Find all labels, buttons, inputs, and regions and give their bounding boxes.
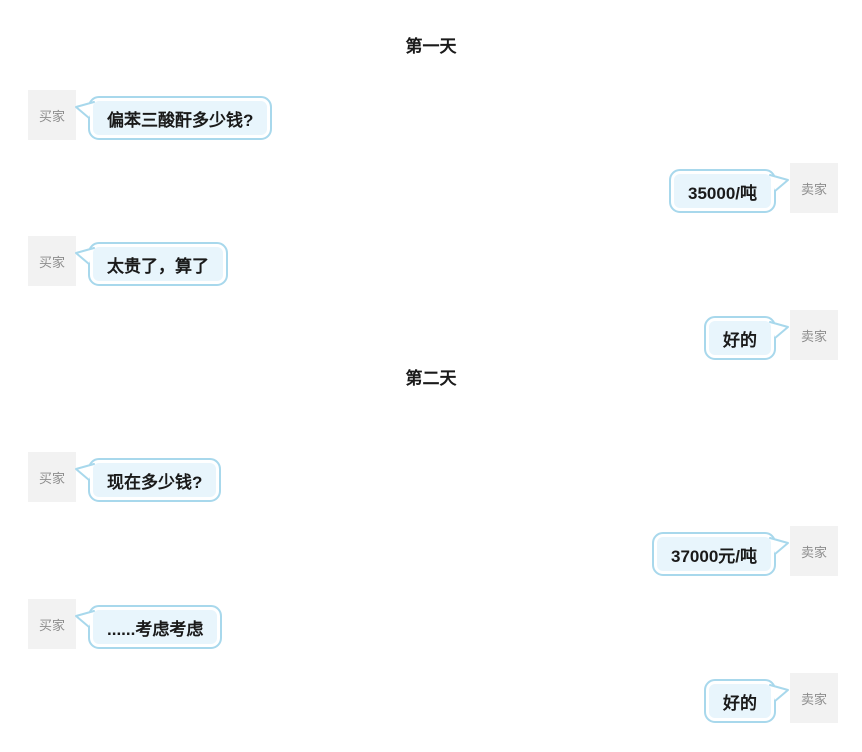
day-title: 第一天 xyxy=(405,37,457,56)
message-row: 买家 ......考虑考虑 xyxy=(0,599,862,649)
message-text: 37000元/吨 xyxy=(671,546,757,566)
buyer-label: 买家 xyxy=(28,599,76,649)
message-text: ......考虑考虑 xyxy=(107,619,204,639)
day-title: 第二天 xyxy=(405,369,457,388)
message-row: 好的 卖家 xyxy=(0,673,862,723)
message-text: 好的 xyxy=(723,693,757,713)
chat-bubble: ......考虑考虑 xyxy=(75,605,223,649)
bubble-tail-icon xyxy=(769,537,789,555)
message-text: 好的 xyxy=(723,330,757,350)
chat-bubble: 35000/吨 xyxy=(669,169,789,213)
bubble-tail-icon xyxy=(769,174,789,192)
message-row: 好的 卖家 xyxy=(0,310,862,360)
bubble-tail-icon xyxy=(75,463,95,481)
chat-bubble: 现在多少钱? xyxy=(75,458,222,502)
message-row: 买家 偏苯三酸酐多少钱? xyxy=(0,90,862,140)
message-text: 太贵了，算了 xyxy=(107,256,209,276)
chat-bubble: 好的 xyxy=(704,679,789,723)
chat-bubble: 偏苯三酸酐多少钱? xyxy=(75,96,273,140)
chat-bubble: 37000元/吨 xyxy=(652,532,789,576)
message-text: 35000/吨 xyxy=(688,183,757,203)
bubble-tail-icon xyxy=(75,610,95,628)
message-row: 37000元/吨 卖家 xyxy=(0,526,862,576)
buyer-label: 买家 xyxy=(28,236,76,286)
buyer-label: 买家 xyxy=(28,90,76,140)
message-row: 买家 太贵了，算了 xyxy=(0,236,862,286)
chat-bubble: 太贵了，算了 xyxy=(75,242,228,286)
seller-label: 卖家 xyxy=(790,673,838,723)
bubble-tail-icon xyxy=(75,101,95,119)
seller-label: 卖家 xyxy=(790,310,838,360)
bubble-tail-icon xyxy=(769,684,789,702)
seller-label: 卖家 xyxy=(790,163,838,213)
chat-bubble: 好的 xyxy=(704,316,789,360)
message-row: 35000/吨 卖家 xyxy=(0,163,862,213)
message-text: 现在多少钱? xyxy=(107,472,203,492)
message-text: 偏苯三酸酐多少钱? xyxy=(107,110,254,130)
bubble-tail-icon xyxy=(75,247,95,265)
bubble-tail-icon xyxy=(769,321,789,339)
message-row: 买家 现在多少钱? xyxy=(0,452,862,502)
seller-label: 卖家 xyxy=(790,526,838,576)
buyer-label: 买家 xyxy=(28,452,76,502)
